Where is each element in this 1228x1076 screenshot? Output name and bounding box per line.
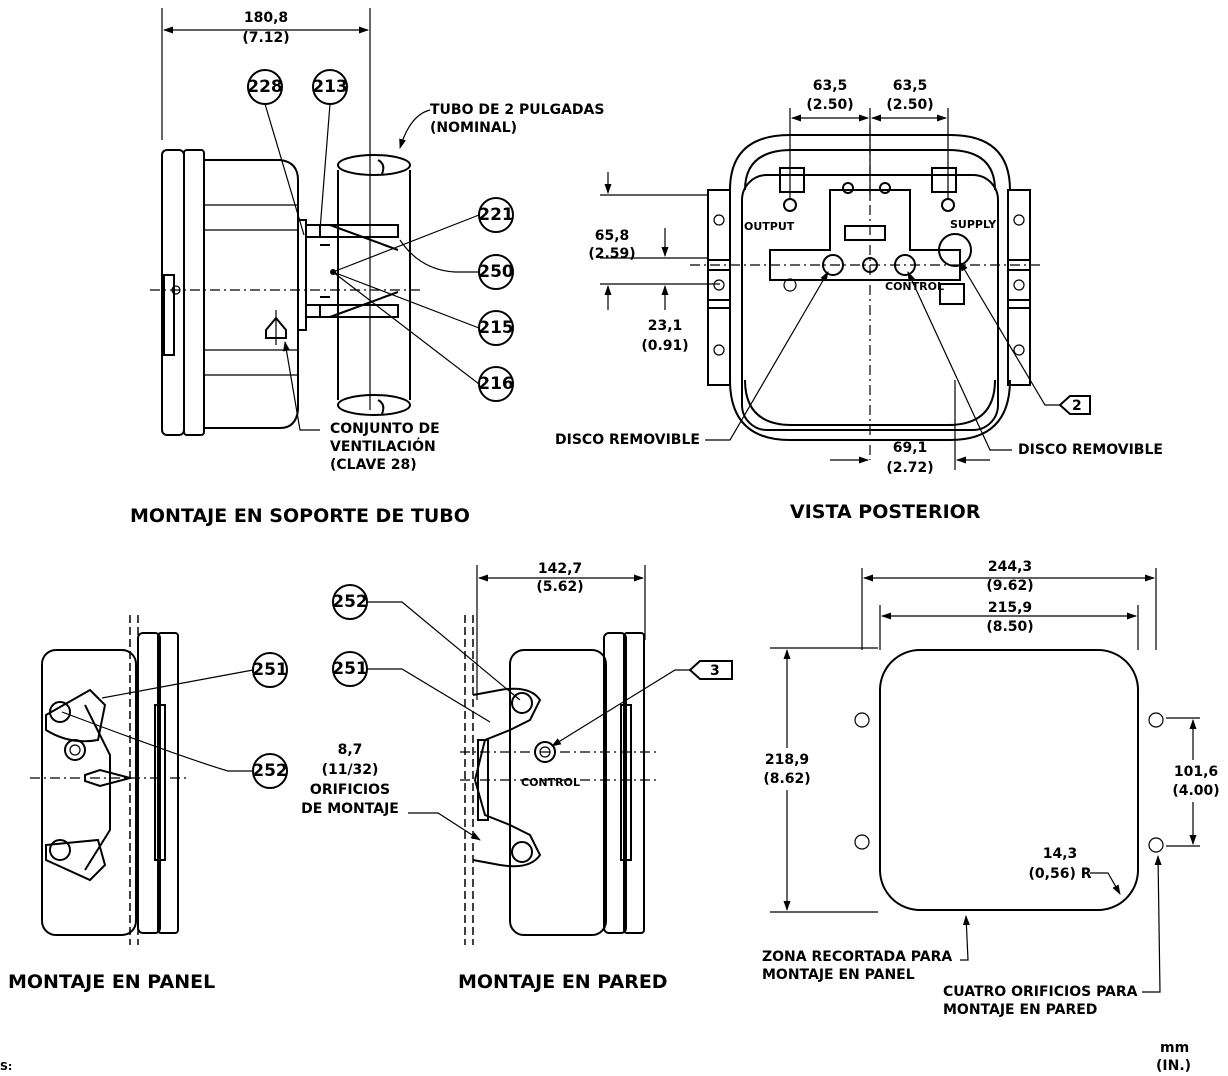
dim-69-in: (2.72) [886,460,933,476]
callout-221: 221 [478,205,514,225]
pipe-mounting-view: 180,8 (7.12) [130,8,604,527]
tube-label-line2: (NOMINAL) [430,120,517,136]
dim-63a-in: (2.50) [806,97,853,113]
cutout-label-line2: MONTAJE EN PANEL [762,967,915,983]
wall-mounting-view: 142,7 (5.62) CONTROL 252 251 3 8,7 (11/3… [301,561,733,993]
tube-label-line1: TUBO DE 2 PULGADAS [430,102,604,118]
cutout-label-line1: ZONA RECORTADA PARA [762,949,952,965]
dim-218-in: (8.62) [763,771,810,787]
callout-215: 215 [478,318,514,338]
four-holes-label-line2: MONTAJE EN PARED [943,1002,1097,1018]
notes-fragment: S: [0,1060,12,1073]
dim-8-mm: 8,7 [338,742,363,758]
dim-215-in: (8.50) [986,619,1033,635]
vent-label-line3: (CLAVE 28) [330,457,417,473]
pipe-mounting-title: MONTAJE EN SOPORTE DE TUBO [130,505,470,527]
units-mm: mm [1160,1040,1189,1056]
dim-101-in: (4.00) [1172,783,1219,799]
disc-left-label: DISCO REMOVIBLE [555,432,700,448]
dim-244-mm: 244,3 [988,559,1032,575]
callout-228: 228 [247,77,283,97]
dim-180-mm: 180,8 [244,10,288,26]
dim-23-in: (0.91) [641,338,688,354]
dim-180-in: (7.12) [242,30,289,46]
dim-23-mm: 23,1 [648,318,683,334]
dim-63b-mm: 63,5 [893,78,928,94]
output-label: OUTPUT [744,220,795,233]
dim-244-in: (9.62) [986,578,1033,594]
note-2: 2 [1072,398,1082,414]
control-label-wall: CONTROL [521,776,580,789]
vent-label-line2: VENTILACIÓN [330,437,436,455]
dim-101-mm: 101,6 [1174,764,1218,780]
dim-65-mm: 65,8 [595,228,630,244]
four-holes-label-line1: CUATRO ORIFICIOS PARA [943,984,1138,1000]
panel-mounting-title: MONTAJE EN PANEL [8,971,215,993]
units-in: (IN.) [1156,1058,1191,1074]
holes-label-line1: ORIFICIOS [310,782,390,798]
callout-252-panel: 252 [252,761,288,781]
rear-view-title: VISTA POSTERIOR [790,501,981,523]
callout-252-wall: 252 [332,592,368,612]
callout-251-panel: 251 [252,660,288,680]
callout-250: 250 [478,262,514,282]
dim-63a-mm: 63,5 [813,78,848,94]
holes-label-line2: DE MONTAJE [301,801,399,817]
disc-right-label: DISCO REMOVIBLE [1018,442,1163,458]
dim-218-mm: 218,9 [765,752,809,768]
supply-label: SUPPLY [950,218,997,231]
cutout-template-view: 244,3 (9.62) 215,9 (8.50) 218,9 (8.62) 1… [758,559,1224,1018]
dim-142-in: (5.62) [536,579,583,595]
dim-215-mm: 215,9 [988,600,1032,616]
callout-251-wall: 251 [332,659,368,679]
dim-63b-in: (2.50) [886,97,933,113]
dim-65-in: (2.59) [588,246,635,262]
dim-14-in: (0,56) R [1029,866,1092,882]
dim-8-in: (11/32) [322,762,379,778]
dim-69-mm: 69,1 [893,440,928,456]
wall-mounting-title: MONTAJE EN PARED [458,971,668,993]
note-3: 3 [710,663,720,679]
panel-mounting-view: 251 252 MONTAJE EN PANEL [8,615,288,993]
dim-142-mm: 142,7 [538,561,582,577]
dim-14-mm: 14,3 [1043,846,1078,862]
rear-view: 63,5 (2.50) 63,5 (2.50) [555,78,1163,523]
vent-label-line1: CONJUNTO DE [330,421,440,437]
callout-216: 216 [478,374,514,394]
callout-213: 213 [312,77,348,97]
panel-cutout [879,649,1139,911]
